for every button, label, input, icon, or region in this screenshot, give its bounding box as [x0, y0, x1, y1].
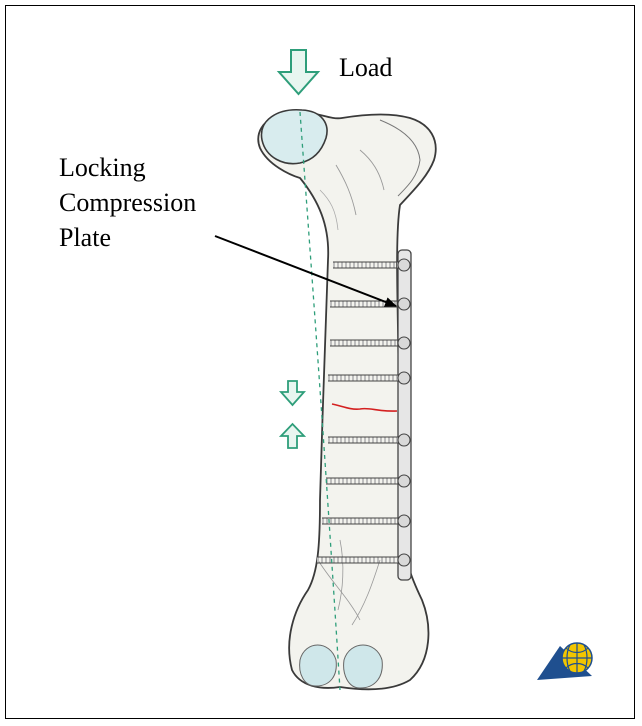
down-arrow-icon [281, 381, 304, 405]
plate-label: Locking Compression Plate [59, 150, 196, 255]
plate-label-line: Plate [59, 220, 196, 255]
ao-foundation-logo-icon [537, 643, 592, 680]
down-arrow-icon [279, 50, 318, 94]
plate-label-line: Locking [59, 150, 196, 185]
up-arrow-icon [281, 424, 304, 448]
load-label: Load [339, 50, 392, 85]
plate-label-line: Compression [59, 185, 196, 220]
